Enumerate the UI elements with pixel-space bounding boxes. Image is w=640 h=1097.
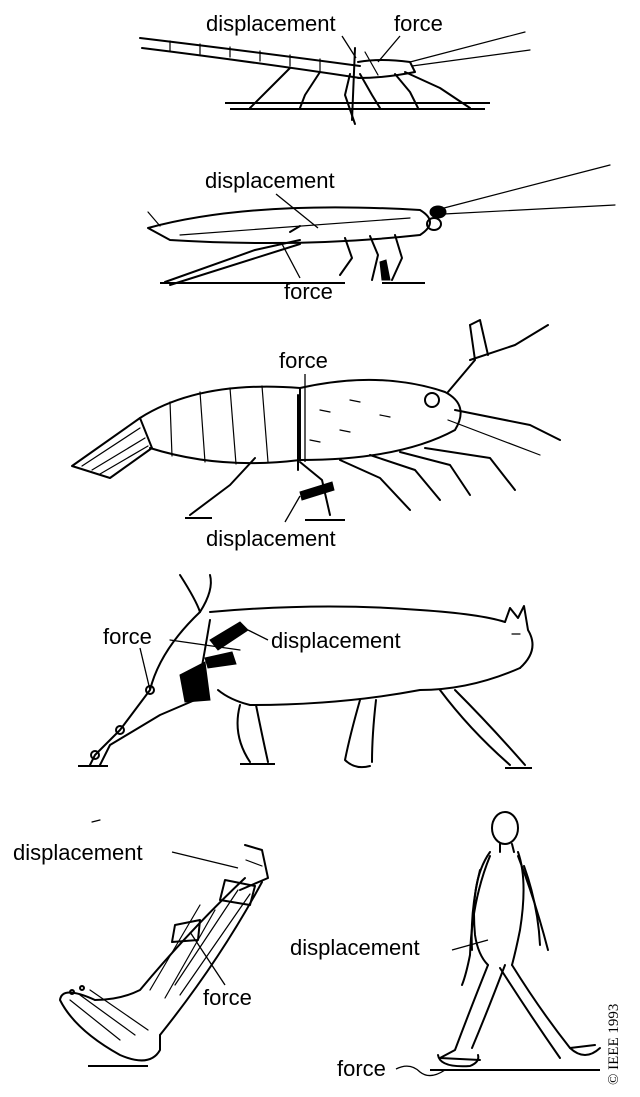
displacement-leader xyxy=(284,495,301,523)
cat-panel: force displacement xyxy=(78,574,534,769)
human-walker-drawing xyxy=(437,811,601,1068)
displacement-leader xyxy=(247,629,269,641)
displacement-label: displacement xyxy=(205,168,335,193)
force-label: force xyxy=(279,348,328,373)
stick-insect-drawing xyxy=(139,31,531,125)
human-leg-drawing xyxy=(59,844,269,1062)
force-label: force xyxy=(337,1056,386,1081)
human-leg-panel: displacement force xyxy=(13,819,269,1067)
cockroach-drawing xyxy=(147,164,616,286)
stick-insect-panel: displacement force xyxy=(139,11,531,125)
crayfish-panel: force displacement xyxy=(71,319,561,551)
cat-drawing xyxy=(89,574,534,769)
force-label: force xyxy=(103,624,152,649)
displacement-label: displacement xyxy=(290,935,420,960)
displacement-leader xyxy=(451,939,489,951)
displacement-label: displacement xyxy=(271,628,401,653)
force-leader xyxy=(139,647,151,691)
displacement-label: displacement xyxy=(206,526,336,551)
displacement-label: displacement xyxy=(206,11,336,36)
force-leader xyxy=(395,1065,446,1077)
copyright-notice: © IEEE 1993 xyxy=(606,1004,622,1085)
force-label: force xyxy=(394,11,443,36)
displacement-label: displacement xyxy=(13,840,143,865)
cockroach-panel: displacement force xyxy=(147,164,616,304)
force-label: force xyxy=(203,985,252,1010)
force-leader xyxy=(377,35,401,63)
force-label: force xyxy=(284,279,333,304)
displacement-leader xyxy=(341,35,357,59)
crayfish-drawing xyxy=(71,319,561,516)
force-leader xyxy=(189,931,226,986)
displacement-leader xyxy=(275,193,319,229)
force-leader xyxy=(281,243,301,279)
stray-mark xyxy=(91,819,101,823)
human-walker-panel: displacement force xyxy=(290,811,601,1081)
displacement-leader xyxy=(171,851,239,869)
